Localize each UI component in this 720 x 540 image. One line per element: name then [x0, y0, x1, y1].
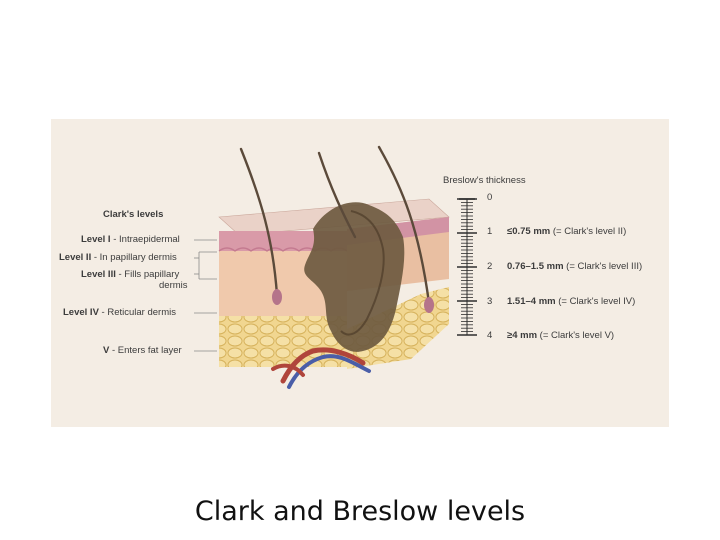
- skin-cross-section-illustration: [194, 145, 477, 389]
- breslow-entry-3: 1.51–4 mm (= Clark's level IV): [507, 296, 636, 307]
- clark-levels-title: Clark's levels: [103, 209, 164, 220]
- breslow-ruler-icon: [457, 198, 477, 336]
- breslow-tick-4: 4: [487, 330, 493, 341]
- clark-level-1-label: Level I - Intraepidermal: [81, 234, 180, 245]
- clark-level-2-label: Level II - In papillary dermis: [59, 252, 177, 263]
- clark-level-5-label: V - Enters fat layer: [103, 345, 182, 356]
- clark-level-4-label: Level IV - Reticular dermis: [63, 307, 176, 318]
- breslow-entry-1: ≤0.75 mm (= Clark's level II): [507, 226, 627, 237]
- breslow-tick-0: 0: [487, 192, 493, 203]
- breslow-entry-4: ≥4 mm (= Clark's level V): [507, 330, 615, 341]
- slide-caption: Clark and Breslow levels: [194, 496, 526, 527]
- skin-diagram-figure: Clark's levels Level I - Intraepidermal …: [51, 119, 669, 427]
- breslow-title: Breslow's thickness: [443, 175, 526, 186]
- breslow-tick-2: 2: [487, 261, 493, 272]
- clark-level-3-label: Level III - Fills papillary: [81, 269, 180, 280]
- breslow-tick-1: 1: [487, 226, 493, 237]
- hair-shafts: [239, 145, 431, 305]
- clark-level-3-label-line2: dermis: [159, 280, 188, 291]
- breslow-tick-3: 3: [487, 296, 493, 307]
- clark-leader-lines: [194, 239, 217, 352]
- breslow-entry-2: 0.76–1.5 mm (= Clark's level III): [507, 261, 643, 272]
- blood-vessels: [271, 347, 371, 389]
